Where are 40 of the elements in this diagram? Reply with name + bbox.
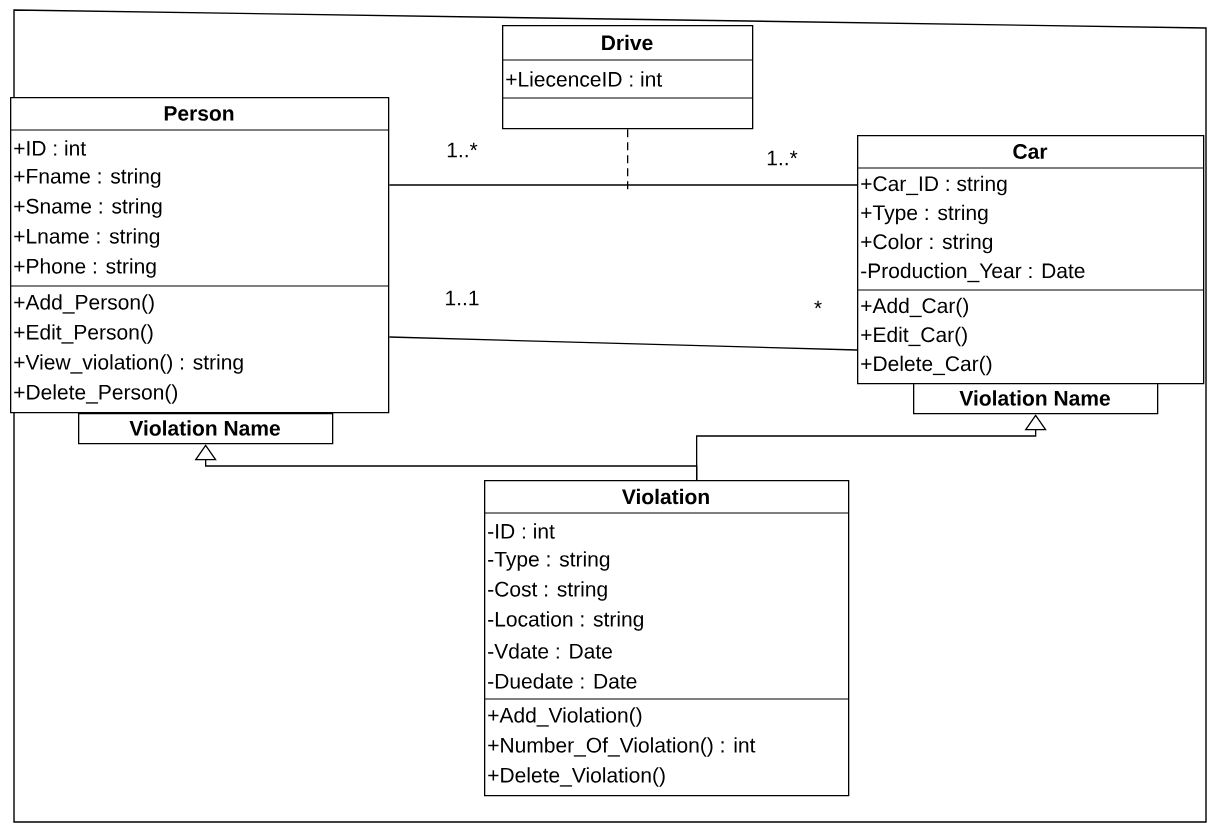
operation-text: +Number_Of_Violation() : int	[488, 737, 756, 757]
label-box: Violation Name	[913, 383, 1159, 415]
multiplicity-label: *	[814, 300, 822, 309]
attribute-text: -Duedate : Date	[488, 673, 637, 689]
class-name: Person	[164, 106, 234, 121]
attribute-text: -Location : string	[488, 611, 643, 631]
attribute-text: -Vdate : Date	[488, 643, 612, 659]
attribute-text: +LiecenceID : int	[506, 71, 662, 87]
attribute-text: -Type : string	[488, 551, 610, 571]
connector	[627, 128, 629, 191]
operation-text: +View_violation() : string	[14, 354, 243, 374]
connector	[388, 336, 858, 351]
attribute-text: +Lname : string	[14, 228, 160, 248]
class-name: Drive	[602, 34, 653, 51]
operation-text: +Add_Violation()	[488, 707, 642, 727]
multiplicity-label: 1..1	[446, 290, 479, 306]
attribute-text: +ID : int	[14, 140, 86, 156]
attribute-text: +Car_ID : string	[861, 175, 1007, 196]
operation-text: +Edit_Car()	[861, 326, 967, 347]
connector	[696, 414, 1047, 481]
connector	[388, 184, 858, 186]
attribute-text: -Production_Year : Date	[861, 262, 1085, 283]
operation-text: +Delete_Car()	[861, 355, 992, 376]
class-name: Violation	[622, 488, 709, 505]
multiplicity-label: 1..*	[447, 142, 478, 158]
attribute-text: +Phone : string	[14, 258, 156, 278]
operation-text: +Delete_Violation()	[488, 767, 665, 787]
operation-text: +Delete_Person()	[14, 384, 178, 404]
attribute-text: +Type : string	[861, 204, 988, 225]
attribute-text: +Sname : string	[14, 198, 162, 218]
attribute-text: -ID : int	[488, 523, 555, 539]
operation-text: +Add_Person()	[14, 294, 154, 314]
attribute-text: +Fname : string	[14, 168, 161, 188]
class-name: Car	[1013, 144, 1048, 159]
attribute-text: -Cost : string	[488, 581, 607, 601]
operation-text: +Add_Car()	[861, 297, 968, 318]
multiplicity-label: 1..*	[767, 150, 798, 166]
attribute-text: +Color : string	[861, 233, 993, 254]
label-box: Violation Name	[78, 413, 334, 445]
operation-text: +Edit_Person()	[14, 324, 153, 344]
